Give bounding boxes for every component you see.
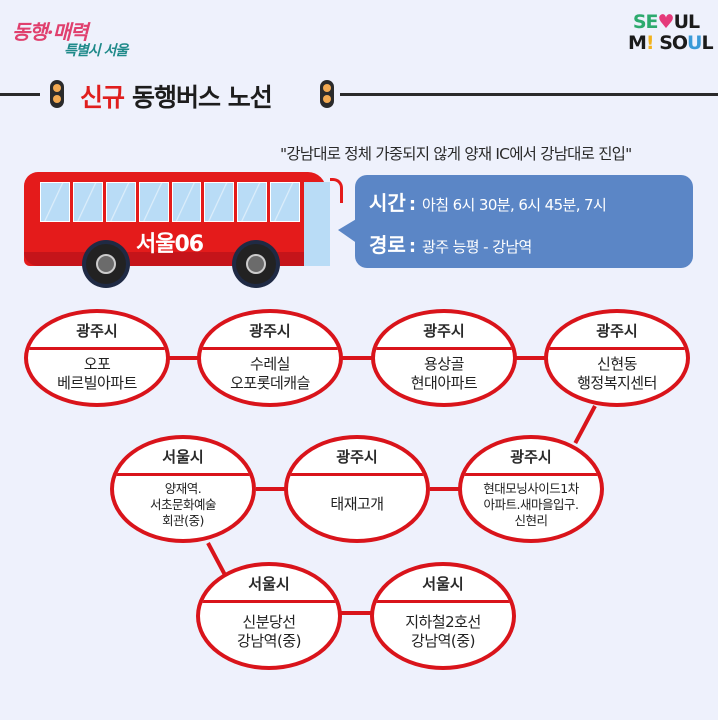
route-label: 경로 — [369, 233, 406, 257]
stop-city: 광주시 — [375, 313, 513, 350]
stop-name: 현대모닝사이드1차 아파트.새마을입구. 신현리 — [483, 480, 579, 528]
stop-city: 서울시 — [114, 439, 252, 476]
stop-city: 서울시 — [200, 566, 338, 603]
stop-city: 광주시 — [28, 313, 166, 350]
bus-windows — [40, 182, 300, 222]
stop-name: 오포 베르빌아파트 — [57, 354, 137, 392]
route-stop: 광주시 신현동 행정복지센터 — [544, 309, 690, 407]
bubble-tail — [338, 218, 358, 244]
title-highlight: 신규 — [80, 83, 125, 112]
route-stop: 광주시 태재고개 — [284, 435, 430, 543]
route-connector — [430, 487, 462, 491]
time-label: 시간 — [369, 191, 406, 215]
route-stop: 서울시 양재역. 서초문화예술 회관(중) — [110, 435, 256, 543]
dongheng-maeryeok-seoul-logo: 동행·매력 특별시 서울 — [12, 16, 132, 64]
stop-name: 양재역. 서초문화예술 회관(중) — [149, 480, 217, 528]
stop-name: 태재고개 — [330, 495, 384, 513]
wheel-icon — [86, 244, 126, 284]
stop-name: 신분당선 강남역(중) — [237, 612, 301, 650]
stop-name: 신현동 행정복지센터 — [577, 354, 657, 392]
route-stop: 광주시 오포 베르빌아파트 — [24, 309, 170, 407]
route-connector — [341, 611, 373, 615]
route-connector — [341, 356, 373, 360]
route-connector — [515, 356, 547, 360]
route-stop: 서울시 신분당선 강남역(중) — [196, 562, 342, 670]
stop-city: 서울시 — [374, 566, 512, 603]
quote-text: "강남대로 정체 가중되지 않게 양재 IC에서 강남대로 진입" — [280, 145, 632, 163]
bus-illustration: 서울06 — [22, 172, 343, 284]
smile-icon: U — [687, 32, 702, 54]
stop-city: 광주시 — [288, 439, 426, 476]
info-route-row: 경로:광주 능평 - 강남역 — [369, 233, 532, 257]
logo-row-seoul: SE♥UL — [632, 11, 700, 33]
logo-line-2: 특별시 서울 — [64, 43, 128, 59]
logo-line-1: 동행·매력 — [12, 20, 89, 44]
wheel-icon — [236, 244, 276, 284]
info-time-row: 시간:아침 6시 30분, 6시 45분, 7시 — [369, 191, 607, 215]
info-bubble: 시간:아침 6시 30분, 6시 45분, 7시 경로:광주 능평 - 강남역 — [355, 175, 693, 268]
traffic-light-icon — [320, 80, 334, 108]
route-value: 광주 능평 - 강남역 — [422, 238, 532, 256]
bus-number: 서울06 — [136, 232, 204, 257]
stop-city: 광주시 — [462, 439, 600, 476]
title-main: 동행버스 노선 — [132, 83, 273, 112]
route-stop: 광주시 용상골 현대아파트 — [371, 309, 517, 407]
bus-door — [304, 182, 330, 266]
route-stop: 광주시 현대모닝사이드1차 아파트.새마을입구. 신현리 — [458, 435, 604, 543]
time-value: 아침 6시 30분, 6시 45분, 7시 — [422, 196, 607, 214]
seoul-my-soul-logo: SE♥UL M! SOUL — [628, 11, 714, 60]
route-connector — [168, 356, 200, 360]
exclamation-icon: ! — [645, 32, 655, 54]
title-divider-line — [0, 93, 718, 96]
route-stop: 서울시 지하철2호선 강남역(중) — [370, 562, 516, 670]
stop-name: 지하철2호선 강남역(중) — [405, 612, 481, 650]
stop-name: 용상골 현대아파트 — [410, 354, 478, 392]
stop-city: 광주시 — [201, 313, 339, 350]
logo-row-my-soul: M! SOUL — [628, 32, 714, 54]
heart-icon: ♥ — [657, 11, 675, 33]
traffic-light-icon — [50, 80, 64, 108]
stop-name: 수레실 오포롯데캐슬 — [230, 354, 310, 392]
route-stop: 광주시 수레실 오포롯데캐슬 — [197, 309, 343, 407]
route-connector — [256, 487, 288, 491]
stop-city: 광주시 — [548, 313, 686, 350]
bus-mirror — [330, 178, 343, 203]
